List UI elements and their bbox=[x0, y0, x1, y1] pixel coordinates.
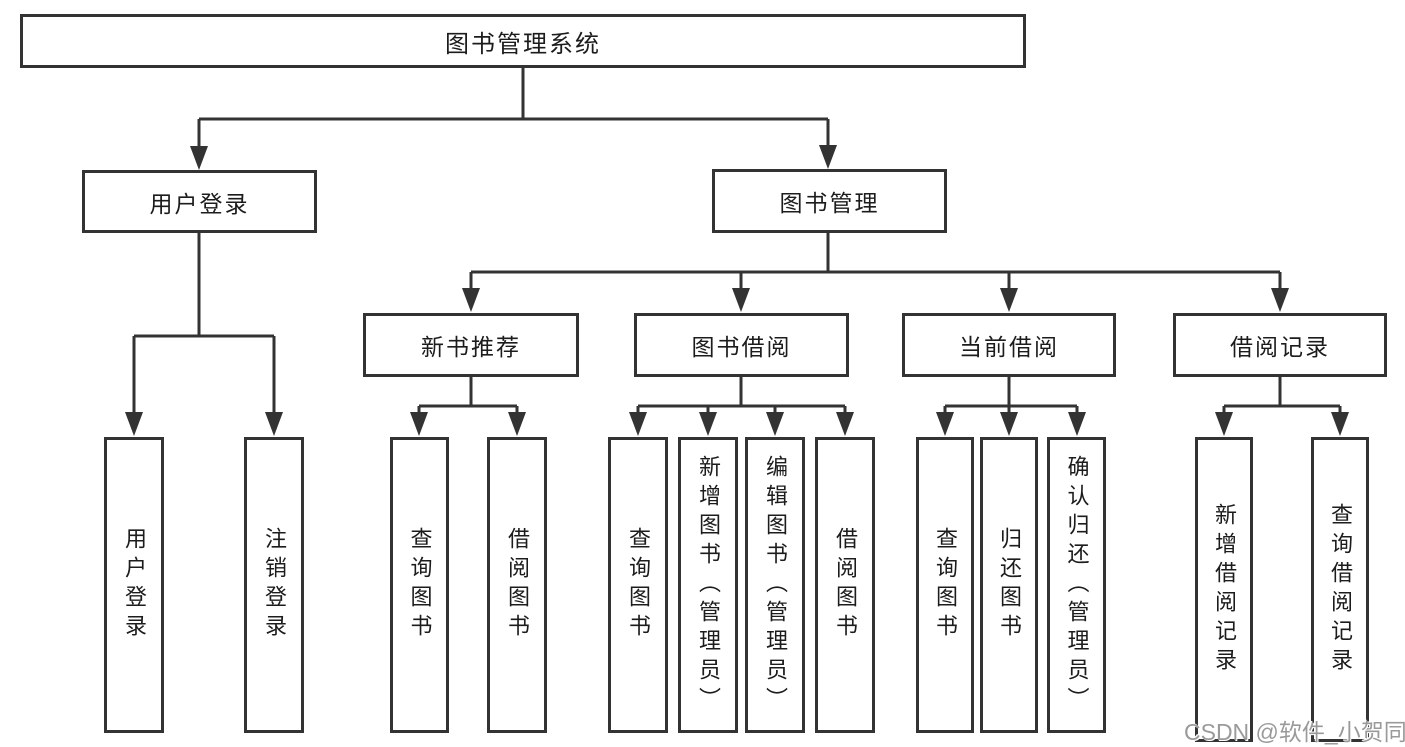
node-library-management-system: 图书管理系统 bbox=[20, 14, 1026, 68]
leaf-add-books-admin: 新增图书（管理员） bbox=[678, 437, 738, 733]
leaf-query-books-1: 查询图书 bbox=[390, 437, 449, 733]
leaf-add-borrow-record: 新增借阅记录 bbox=[1195, 437, 1253, 742]
leaf-user-login: 用户登录 bbox=[104, 437, 164, 733]
node-new-book-recommend: 新书推荐 bbox=[363, 313, 579, 377]
leaf-borrow-books-2: 借阅图书 bbox=[815, 437, 875, 733]
csdn-watermark: CSDN @软件_小贺同学 bbox=[1184, 719, 1405, 745]
leaf-confirm-return-admin: 确认归还（管理员） bbox=[1047, 437, 1106, 733]
node-current-borrow: 当前借阅 bbox=[902, 313, 1116, 377]
leaf-query-books-2: 查询图书 bbox=[608, 437, 668, 733]
node-user-login: 用户登录 bbox=[82, 170, 317, 233]
node-book-management: 图书管理 bbox=[712, 169, 947, 233]
leaf-edit-books-admin: 编辑图书（管理员） bbox=[745, 437, 805, 733]
leaf-borrow-books-1: 借阅图书 bbox=[487, 437, 547, 733]
leaf-query-borrow-record: 查询借阅记录 bbox=[1311, 437, 1369, 742]
leaf-logout: 注销登录 bbox=[244, 437, 304, 733]
leaf-return-books: 归还图书 bbox=[980, 437, 1038, 733]
node-borrow-records: 借阅记录 bbox=[1173, 313, 1387, 377]
node-book-borrow: 图书借阅 bbox=[634, 313, 849, 377]
leaf-query-books-3: 查询图书 bbox=[916, 437, 974, 733]
